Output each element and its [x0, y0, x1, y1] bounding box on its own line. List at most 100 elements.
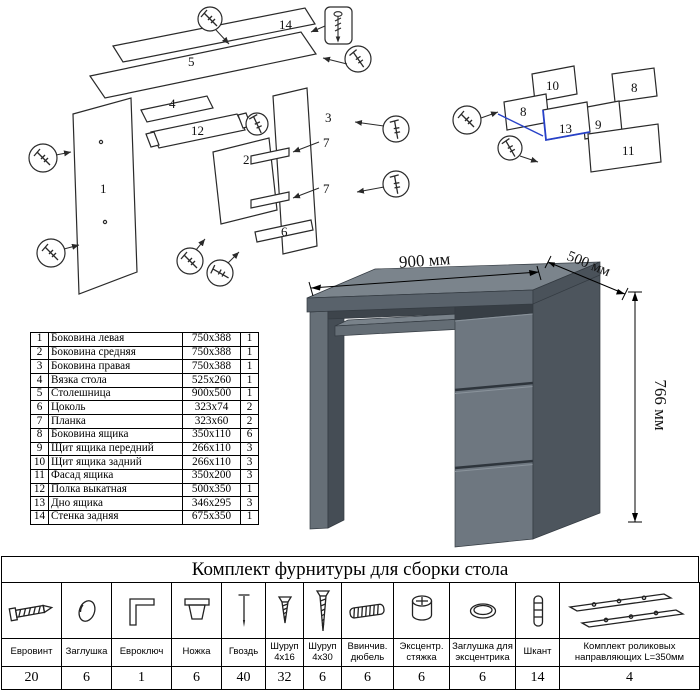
hardware-icon-cell — [559, 582, 700, 639]
part-number: 12 — [30, 482, 49, 498]
hardware-icon-cell — [171, 582, 222, 639]
part-label: 9 — [595, 117, 602, 132]
drawer-panels-group — [503, 65, 662, 173]
hardware-name: Заглушка — [61, 638, 112, 667]
assembled-desk-drawing: 900 мм 500 мм 766 мм — [306, 248, 670, 548]
nail-icon — [238, 593, 249, 627]
part-qty: 3 — [240, 496, 259, 511]
hardware-name: Заглушка для эксцентрика — [449, 638, 516, 667]
hardware-qty: 6 — [171, 666, 222, 690]
part-size: 323x74 — [182, 400, 241, 416]
part-qty: 1 — [240, 373, 259, 388]
part-qty: 3 — [240, 468, 259, 484]
drawer-slides-icon — [567, 592, 685, 628]
part-label: 8 — [520, 104, 527, 119]
part-label: 3 — [325, 110, 332, 125]
hardware-icon-cell — [449, 582, 516, 639]
euro-screw-icon — [8, 604, 53, 621]
exploded-view-drawers: 10 8 8 9 13 11 — [452, 65, 662, 173]
part-number: 7 — [30, 414, 49, 429]
part-number: 4 — [30, 373, 49, 388]
part-name: Боковина средняя — [48, 345, 183, 361]
screw-4x16-icon — [277, 595, 292, 623]
part-name: Планка — [48, 414, 183, 429]
part-size: 266x110 — [182, 441, 241, 457]
hardware-qty: 6 — [341, 666, 394, 690]
part-label: 4 — [169, 96, 176, 111]
part-size: 750x388 — [182, 345, 241, 361]
part-label: 5 — [188, 54, 195, 69]
part-number: 5 — [30, 386, 49, 402]
hardware-name: Евроключ — [111, 638, 172, 667]
part-size: 350x110 — [182, 427, 241, 443]
hardware-qty: 6 — [449, 666, 516, 690]
hardware-name: Шкант — [515, 638, 560, 667]
part-label: 2 — [243, 152, 250, 167]
part-name: Столешница — [48, 386, 183, 402]
part-name: Боковина ящика — [48, 427, 183, 443]
hardware-icon-cell — [341, 582, 394, 639]
part-number: 13 — [30, 496, 49, 511]
hardware-qty: 32 — [265, 666, 304, 690]
dimension-arrowheads — [311, 262, 638, 522]
part-number: 2 — [30, 345, 49, 361]
leg-icon — [183, 597, 210, 620]
hardware-qty-row: 20 6 1 6 40 32 6 6 6 6 14 4 — [1, 666, 700, 690]
part-size: 750x388 — [182, 359, 241, 375]
hardware-qty: 1 — [111, 666, 172, 690]
hardware-qty: 6 — [303, 666, 342, 690]
part-size: 900x500 — [182, 386, 241, 402]
hardware-names-row: Евровинт Заглушка Евроключ Ножка Гвоздь … — [1, 638, 700, 667]
hardware-table: Евровинт Заглушка Евроключ Ножка Гвоздь … — [1, 582, 700, 690]
part-qty: 1 — [240, 509, 259, 525]
part-name: Боковина левая — [48, 332, 183, 347]
part-labels-group: 5 14 1 4 12 2 3 7 7 6 — [100, 17, 332, 239]
hardware-name: Ножка — [171, 638, 222, 667]
dowel-icon — [533, 594, 544, 627]
hardware-icon-cell — [221, 582, 266, 639]
exploded-view-desk: 5 14 1 4 12 2 3 7 7 6 — [28, 6, 410, 295]
part-name: Щит ящика передний — [48, 441, 183, 457]
hardware-name: Ввинчив. дюбель — [341, 638, 394, 667]
part-qty: 1 — [240, 345, 259, 361]
callout-arrows-group — [55, 25, 385, 264]
part-number: 6 — [30, 400, 49, 416]
part-size: 500x350 — [182, 482, 241, 498]
part-label: 13 — [559, 121, 572, 136]
part-qty: 3 — [240, 441, 259, 457]
part-name: Полка выкатная — [48, 482, 183, 498]
part-size: 675x350 — [182, 509, 241, 525]
part-qty: 6 — [240, 427, 259, 443]
width-dimension-label: 900 мм — [398, 249, 451, 272]
height-dimension-label: 766 мм — [651, 379, 670, 431]
desk-body-group — [306, 261, 601, 548]
part-number: 10 — [30, 455, 49, 470]
part-qty: 2 — [240, 400, 259, 416]
part-number: 3 — [30, 359, 49, 375]
hardware-name: Шуруп 4х30 — [303, 638, 342, 667]
part-label: 1 — [100, 181, 107, 196]
part-number: 8 — [30, 427, 49, 443]
part-qty: 1 — [240, 386, 259, 402]
cam-cover-icon — [469, 602, 496, 619]
part-qty: 1 — [240, 359, 259, 375]
part-number: 11 — [30, 468, 49, 484]
cap-icon — [77, 599, 96, 622]
part-size: 350x200 — [182, 468, 241, 484]
cam-lock-icon — [411, 594, 432, 621]
part-label: 14 — [279, 17, 293, 32]
screw-4x30-icon — [315, 589, 330, 631]
hardware-qty: 6 — [393, 666, 450, 690]
